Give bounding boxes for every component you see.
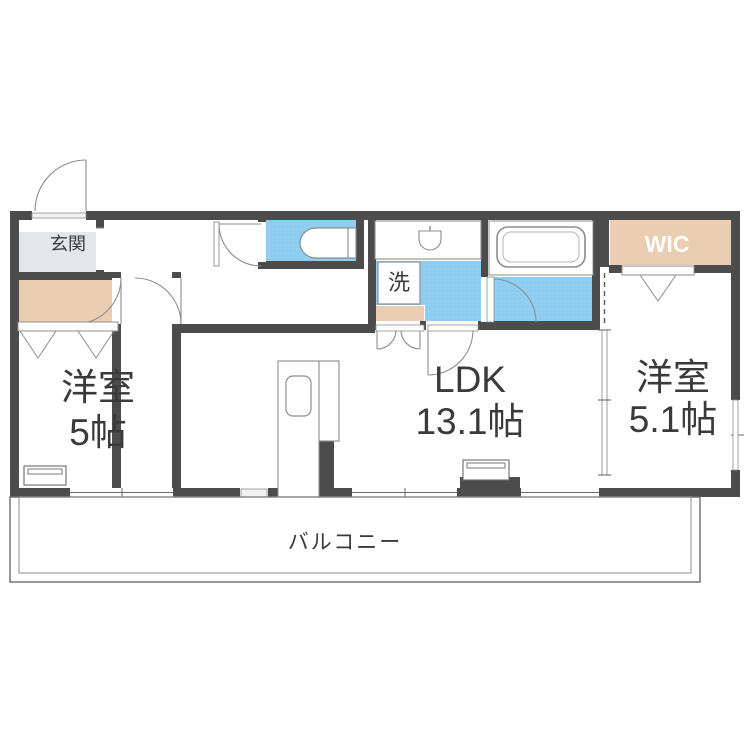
wall-bedroom-left-right [112,272,121,497]
opening-bedroom-left-door [112,278,121,324]
wall-sanitary-left [368,219,376,329]
vanity-sink-fixture [374,220,482,260]
wall-ldk-pedestal [460,477,520,497]
wall-sanitary-bottom [368,321,600,330]
opening-genkan-inner [96,228,104,270]
toilet-fixture [299,227,357,259]
wall-left [10,211,19,497]
wall-kitchen-stub [318,441,334,497]
wic-door-frame [621,265,695,276]
label-wic: WIC [645,231,690,257]
balcony-inner-line [18,496,692,574]
opening-bath-door [481,277,488,322]
balcony-door-frame [240,488,268,498]
balcony [9,496,701,583]
washroom-door-arc-b [400,329,421,350]
kitchen-sink-fixture [277,360,340,498]
balcony-outline [9,496,701,583]
wall-hall-mid [172,332,181,497]
window-details [70,399,744,497]
washing-machine-space [377,261,421,305]
wall-bedroom-right-jamb [600,488,609,497]
closet-indicators [17,265,695,359]
wall-sanitary-mid [481,219,488,322]
bath-door-jamb [486,276,495,323]
bedroom-right-slider-panel [601,329,608,476]
middle-door-arc [134,277,182,325]
closet-left-v2 [77,330,115,359]
opening-middle-door [172,278,181,324]
opening-toilet-door [258,222,266,262]
closet-left-fill [18,279,118,323]
washroom-door-arc-a [376,329,397,350]
window-frame-br [732,399,739,471]
toilet-door-jamb [213,221,220,267]
wall-bedroom-right-left [600,211,609,267]
fixtures [23,220,594,498]
washroom-counter [376,306,424,322]
wall-corridor-bottom [181,324,215,333]
bath-fill [487,277,597,322]
wall-top [10,211,740,220]
label-bedroom-left: 洋室 [61,367,135,408]
label-ldk: LDK [434,359,506,400]
wall-sanitary-right [592,219,600,329]
closet-left-v1 [19,330,57,359]
room-labels: 玄関 洋室 5帖 LDK 13.1帖 洋室 5.1帖 WIC 洗 バルコニー [50,231,717,554]
label-bedroom-left-size: 5帖 [69,412,127,453]
bathtub-fixture [488,220,594,276]
washroom-door-frame [375,324,425,332]
label-balcony: バルコニー [288,531,403,554]
bath-door-arc [492,278,537,323]
wic-door-v [639,274,677,302]
washroom-door2-arc [427,329,474,376]
wall-toilet-bottom [258,261,364,269]
wall-corridor-bottom-2 [215,324,375,333]
label-bedroom-right-size: 5.1帖 [629,399,717,440]
closet-left-door-frame [17,321,119,332]
air-conditioner-unit [462,459,510,481]
wic-fill [610,219,738,267]
label-bedroom-right: 洋室 [636,357,710,398]
wall-genkan-bottom [10,272,120,280]
washroom-door2-frame [427,324,479,332]
toilet-door-arc [218,223,262,267]
air-conditioner-unit [23,465,67,486]
entrance-door-arc [34,159,87,212]
opening-entrance-line [31,212,87,219]
wall-toilet-right [356,219,364,269]
label-washroom: 洗 [388,270,410,295]
wall-right [731,211,740,497]
label-genkan: 玄関 [50,234,86,254]
label-ldk-size: 13.1帖 [415,401,524,442]
